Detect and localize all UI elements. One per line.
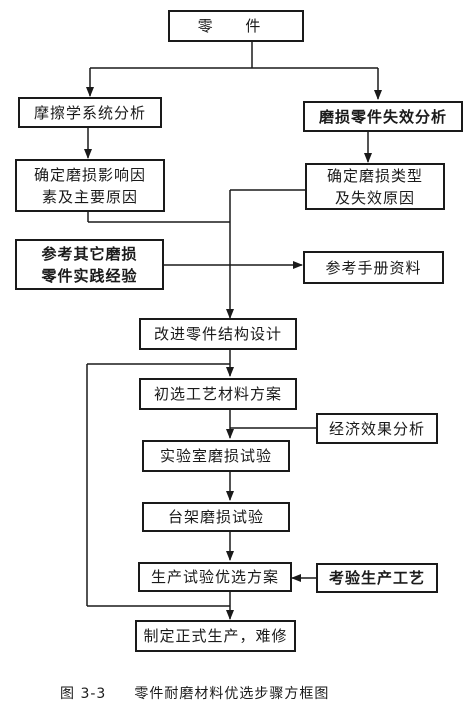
figure-title: 零件耐磨材料优选步骤方框图 (134, 686, 330, 702)
node-inspect-process: 考验生产工艺 (316, 563, 438, 593)
figure-number: 图 3-3 (60, 686, 107, 702)
node-bench-test: 台架磨损试验 (142, 502, 290, 532)
node-lab-test: 实验室磨损试验 (142, 440, 290, 472)
node-improve-design: 改进零件结构设计 (139, 318, 297, 350)
node-determine-factors: 确定磨损影响因 素及主要原因 (15, 159, 165, 212)
node-production-test: 生产试验优选方案 (138, 562, 292, 592)
node-part: 零 件 (168, 10, 304, 42)
node-primary-selection: 初选工艺材料方案 (139, 378, 297, 410)
node-final-production: 制定正式生产，难修 (135, 620, 296, 652)
node-wear-failure-analysis: 磨损零件失效分析 (303, 101, 463, 132)
figure-caption: 图 3-3 零件耐磨材料优选步骤方框图 (60, 683, 329, 703)
node-other-experience: 参考其它磨损 零件实践经验 (15, 239, 164, 290)
node-handbook: 参考手册资料 (303, 251, 444, 284)
node-economic-analysis: 经济效果分析 (316, 413, 438, 444)
node-determine-types: 确定磨损类型 及失效原因 (305, 163, 445, 210)
node-wear-system-analysis: 摩擦学系统分析 (18, 97, 162, 128)
